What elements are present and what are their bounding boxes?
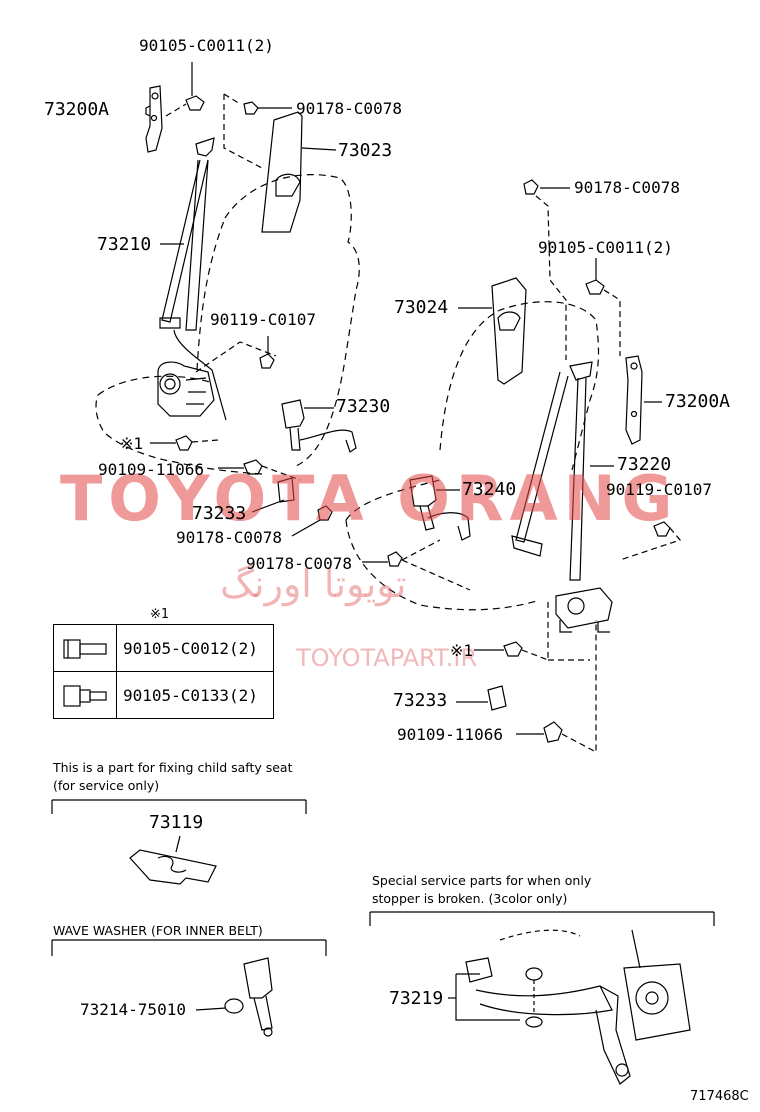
- stopper-note-line1: Special service parts for when only: [372, 873, 592, 888]
- right-nut-mid: [362, 539, 471, 591]
- wave-washer-note: WAVE WASHER (FOR INNER BELT): [53, 923, 263, 938]
- kit-table: 90105-C0012(2) 90105-C0133(2): [53, 624, 274, 719]
- right-retractor: [555, 587, 613, 633]
- part-label: 73200A: [44, 99, 110, 120]
- part-label: 73240: [462, 479, 517, 500]
- kit-icon-cell: [53, 624, 117, 672]
- inner-belt-buckle-drawing: [243, 957, 273, 1037]
- kit-icon-cell: [53, 671, 117, 719]
- part-label: 90119-C0107: [210, 310, 316, 329]
- right-belt-73220: [511, 361, 614, 581]
- right-nut-top: [523, 179, 570, 195]
- kit-part-number: 90105-C0133(2): [116, 671, 274, 719]
- part-label: 73210: [97, 234, 152, 255]
- left-buckle-73230: [281, 399, 357, 453]
- right-bolt-mark1: [474, 600, 590, 661]
- part-label: 73119: [149, 812, 204, 833]
- right-seat-outline: [345, 301, 600, 611]
- left-bolt-90109: [218, 459, 301, 481]
- part-label: 73024: [394, 297, 449, 318]
- part-label: ※1: [120, 434, 144, 453]
- kit-table-mark: ※1: [150, 607, 169, 622]
- left-height-adjuster: [145, 85, 163, 153]
- right-cover-73233: [456, 685, 507, 711]
- part-label: 73214-75010: [80, 1000, 186, 1019]
- part-label: 90119-C0107: [606, 480, 712, 499]
- left-bolt-90119: [195, 336, 277, 373]
- part-label: 90109-11066: [98, 460, 204, 479]
- stopper-bracket-box: [455, 973, 520, 1021]
- left-cover-73233: [251, 477, 295, 513]
- part-label: ※1: [450, 641, 474, 660]
- diagram-code: 717468C: [690, 1089, 749, 1104]
- left-bolt-mark1: [150, 435, 219, 451]
- part-label: 73233: [393, 690, 448, 711]
- child-seat-note-line2: (for service only): [53, 778, 160, 793]
- right-pillar-cover-73024: [458, 277, 527, 385]
- part-label: 73023: [338, 140, 393, 161]
- part-label: 90178-C0078: [246, 554, 352, 573]
- left-belt-73210: [159, 137, 215, 331]
- part-label: 73200A: [665, 391, 731, 412]
- part-label: 90105-C0011(2): [139, 36, 274, 55]
- part-label: 73219: [389, 988, 444, 1009]
- stopper-assembly-drawing: [465, 929, 691, 1085]
- part-label: 73230: [336, 396, 391, 417]
- right-bolt-90105: [585, 258, 605, 295]
- part-label: 90178-C0078: [574, 178, 680, 197]
- part-label: 90105-C0011(2): [538, 238, 673, 257]
- part-label: 90178-C0078: [296, 99, 402, 118]
- right-height-adjuster: [625, 355, 662, 445]
- left-pillar-cover-73023: [261, 111, 337, 233]
- right-bolt-90109: [516, 620, 597, 753]
- stopper-note-line2: stopper is broken. (3color only): [372, 891, 568, 906]
- table-row: 90105-C0133(2): [53, 671, 274, 719]
- child-seat-note-line1: This is a part for fixing child safty se…: [53, 760, 293, 775]
- table-row: 90105-C0012(2): [53, 624, 274, 672]
- part-label: 73233: [192, 503, 247, 524]
- left-nut-top: [243, 101, 292, 115]
- kit-part-number: 90105-C0012(2): [116, 624, 274, 672]
- part-label: 90109-11066: [397, 725, 503, 744]
- part-label: 73220: [617, 454, 672, 475]
- right-buckle-73240: [409, 475, 471, 541]
- left-seat-back-edge: [196, 217, 226, 371]
- part-label: 90178-C0078: [176, 528, 282, 547]
- left-nut-mid: [291, 505, 333, 537]
- wave-washer: [195, 998, 244, 1014]
- right-bolt-90119: [619, 521, 682, 561]
- left-retractor: [157, 329, 227, 421]
- child-seat-bracket-73119: [129, 835, 217, 885]
- left-bolt-90105: [185, 62, 205, 111]
